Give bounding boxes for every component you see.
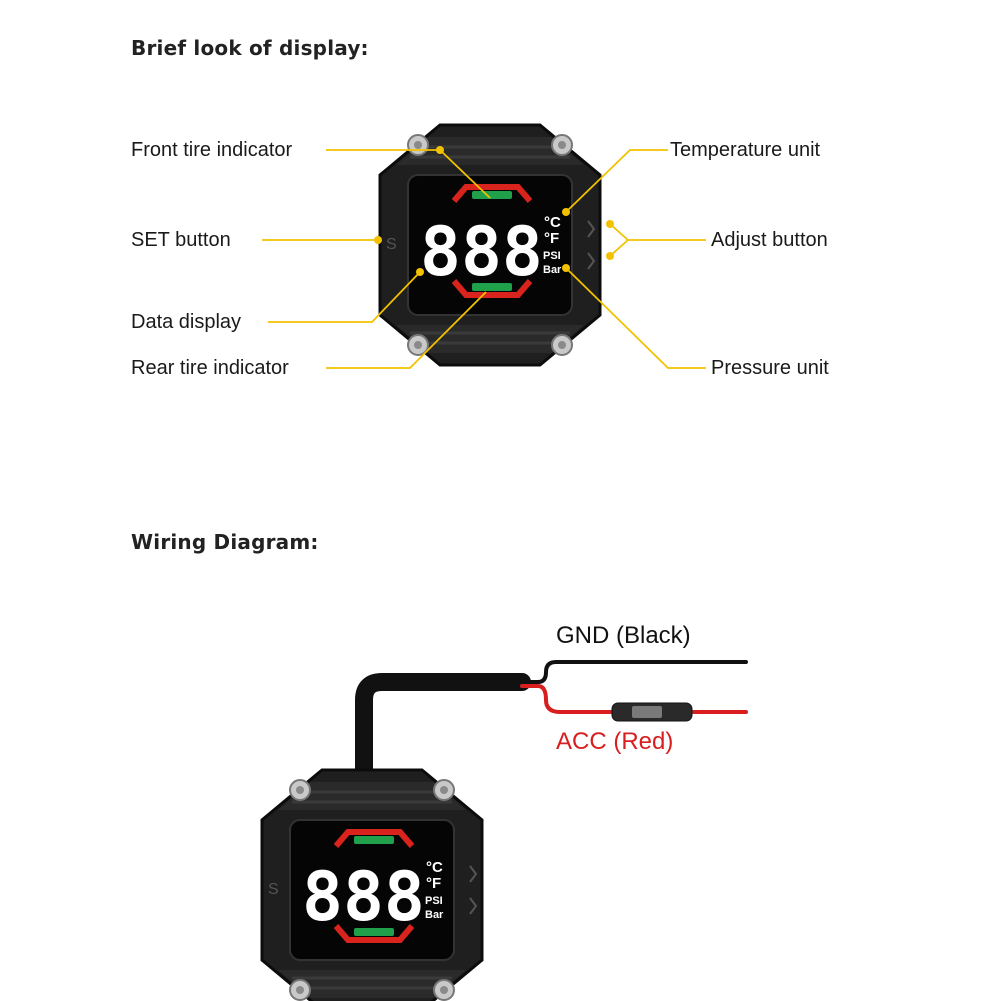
- label-pressure-unit: Pressure unit: [711, 357, 829, 379]
- label-data-display: Data display: [131, 311, 242, 333]
- unit-psi: PSI: [543, 250, 561, 262]
- label-front-tire-indicator: Front tire indicator: [131, 139, 293, 161]
- wiring-section-title: Wiring Diagram:: [131, 530, 319, 554]
- gnd-label: GND (Black): [556, 622, 691, 649]
- acc-label: ACC (Red): [556, 728, 674, 755]
- acc-wire: [520, 684, 614, 714]
- device-bottom: 888 °C °F PSI Bar S: [260, 768, 484, 1001]
- fuse-band: [632, 706, 662, 718]
- dot-pressure: [562, 264, 570, 272]
- callout-rear: [326, 291, 487, 369]
- dot-adjust-bottom: [606, 252, 614, 260]
- svg-text:PSI: PSI: [425, 895, 443, 907]
- rear-indicator-bar: [472, 283, 512, 291]
- dot-front: [436, 146, 444, 154]
- label-rear-tire-indicator: Rear tire indicator: [131, 357, 289, 379]
- main-cable: [355, 673, 531, 779]
- label-set-button: SET button: [131, 229, 231, 251]
- digit-display-2: 888: [302, 858, 425, 937]
- device-top: 888 °C °F PSI Bar S: [378, 123, 602, 367]
- display-section-title: Brief look of display:: [131, 36, 369, 60]
- callout-pressure: [565, 267, 706, 369]
- callout-adjust-2: [609, 239, 629, 257]
- callout-data: [268, 271, 421, 323]
- svg-text:S: S: [268, 881, 279, 898]
- callout-lines: [262, 149, 706, 369]
- wiring: [355, 660, 748, 779]
- set-mark: S: [386, 236, 397, 253]
- dot-set: [374, 236, 382, 244]
- callout-temp: [565, 149, 668, 213]
- label-adjust-button: Adjust button: [711, 229, 828, 251]
- callout-dots: [374, 146, 614, 276]
- unit-fahrenheit: °F: [544, 230, 559, 247]
- digit-display: 888: [420, 213, 543, 292]
- svg-text:°F: °F: [426, 875, 441, 892]
- dot-temp: [562, 208, 570, 216]
- callout-adjust: [609, 223, 706, 241]
- gnd-wire: [520, 660, 748, 684]
- front-indicator-bar: [472, 191, 512, 199]
- dot-adjust-top: [606, 220, 614, 228]
- dot-data: [416, 268, 424, 276]
- svg-text:°C: °C: [426, 859, 443, 876]
- front-ring: [451, 184, 533, 203]
- svg-text:Bar: Bar: [425, 909, 444, 921]
- unit-celsius: °C: [544, 214, 561, 231]
- rear-ring: [451, 279, 533, 298]
- unit-bar: Bar: [543, 264, 562, 276]
- label-temperature-unit: Temperature unit: [670, 139, 821, 161]
